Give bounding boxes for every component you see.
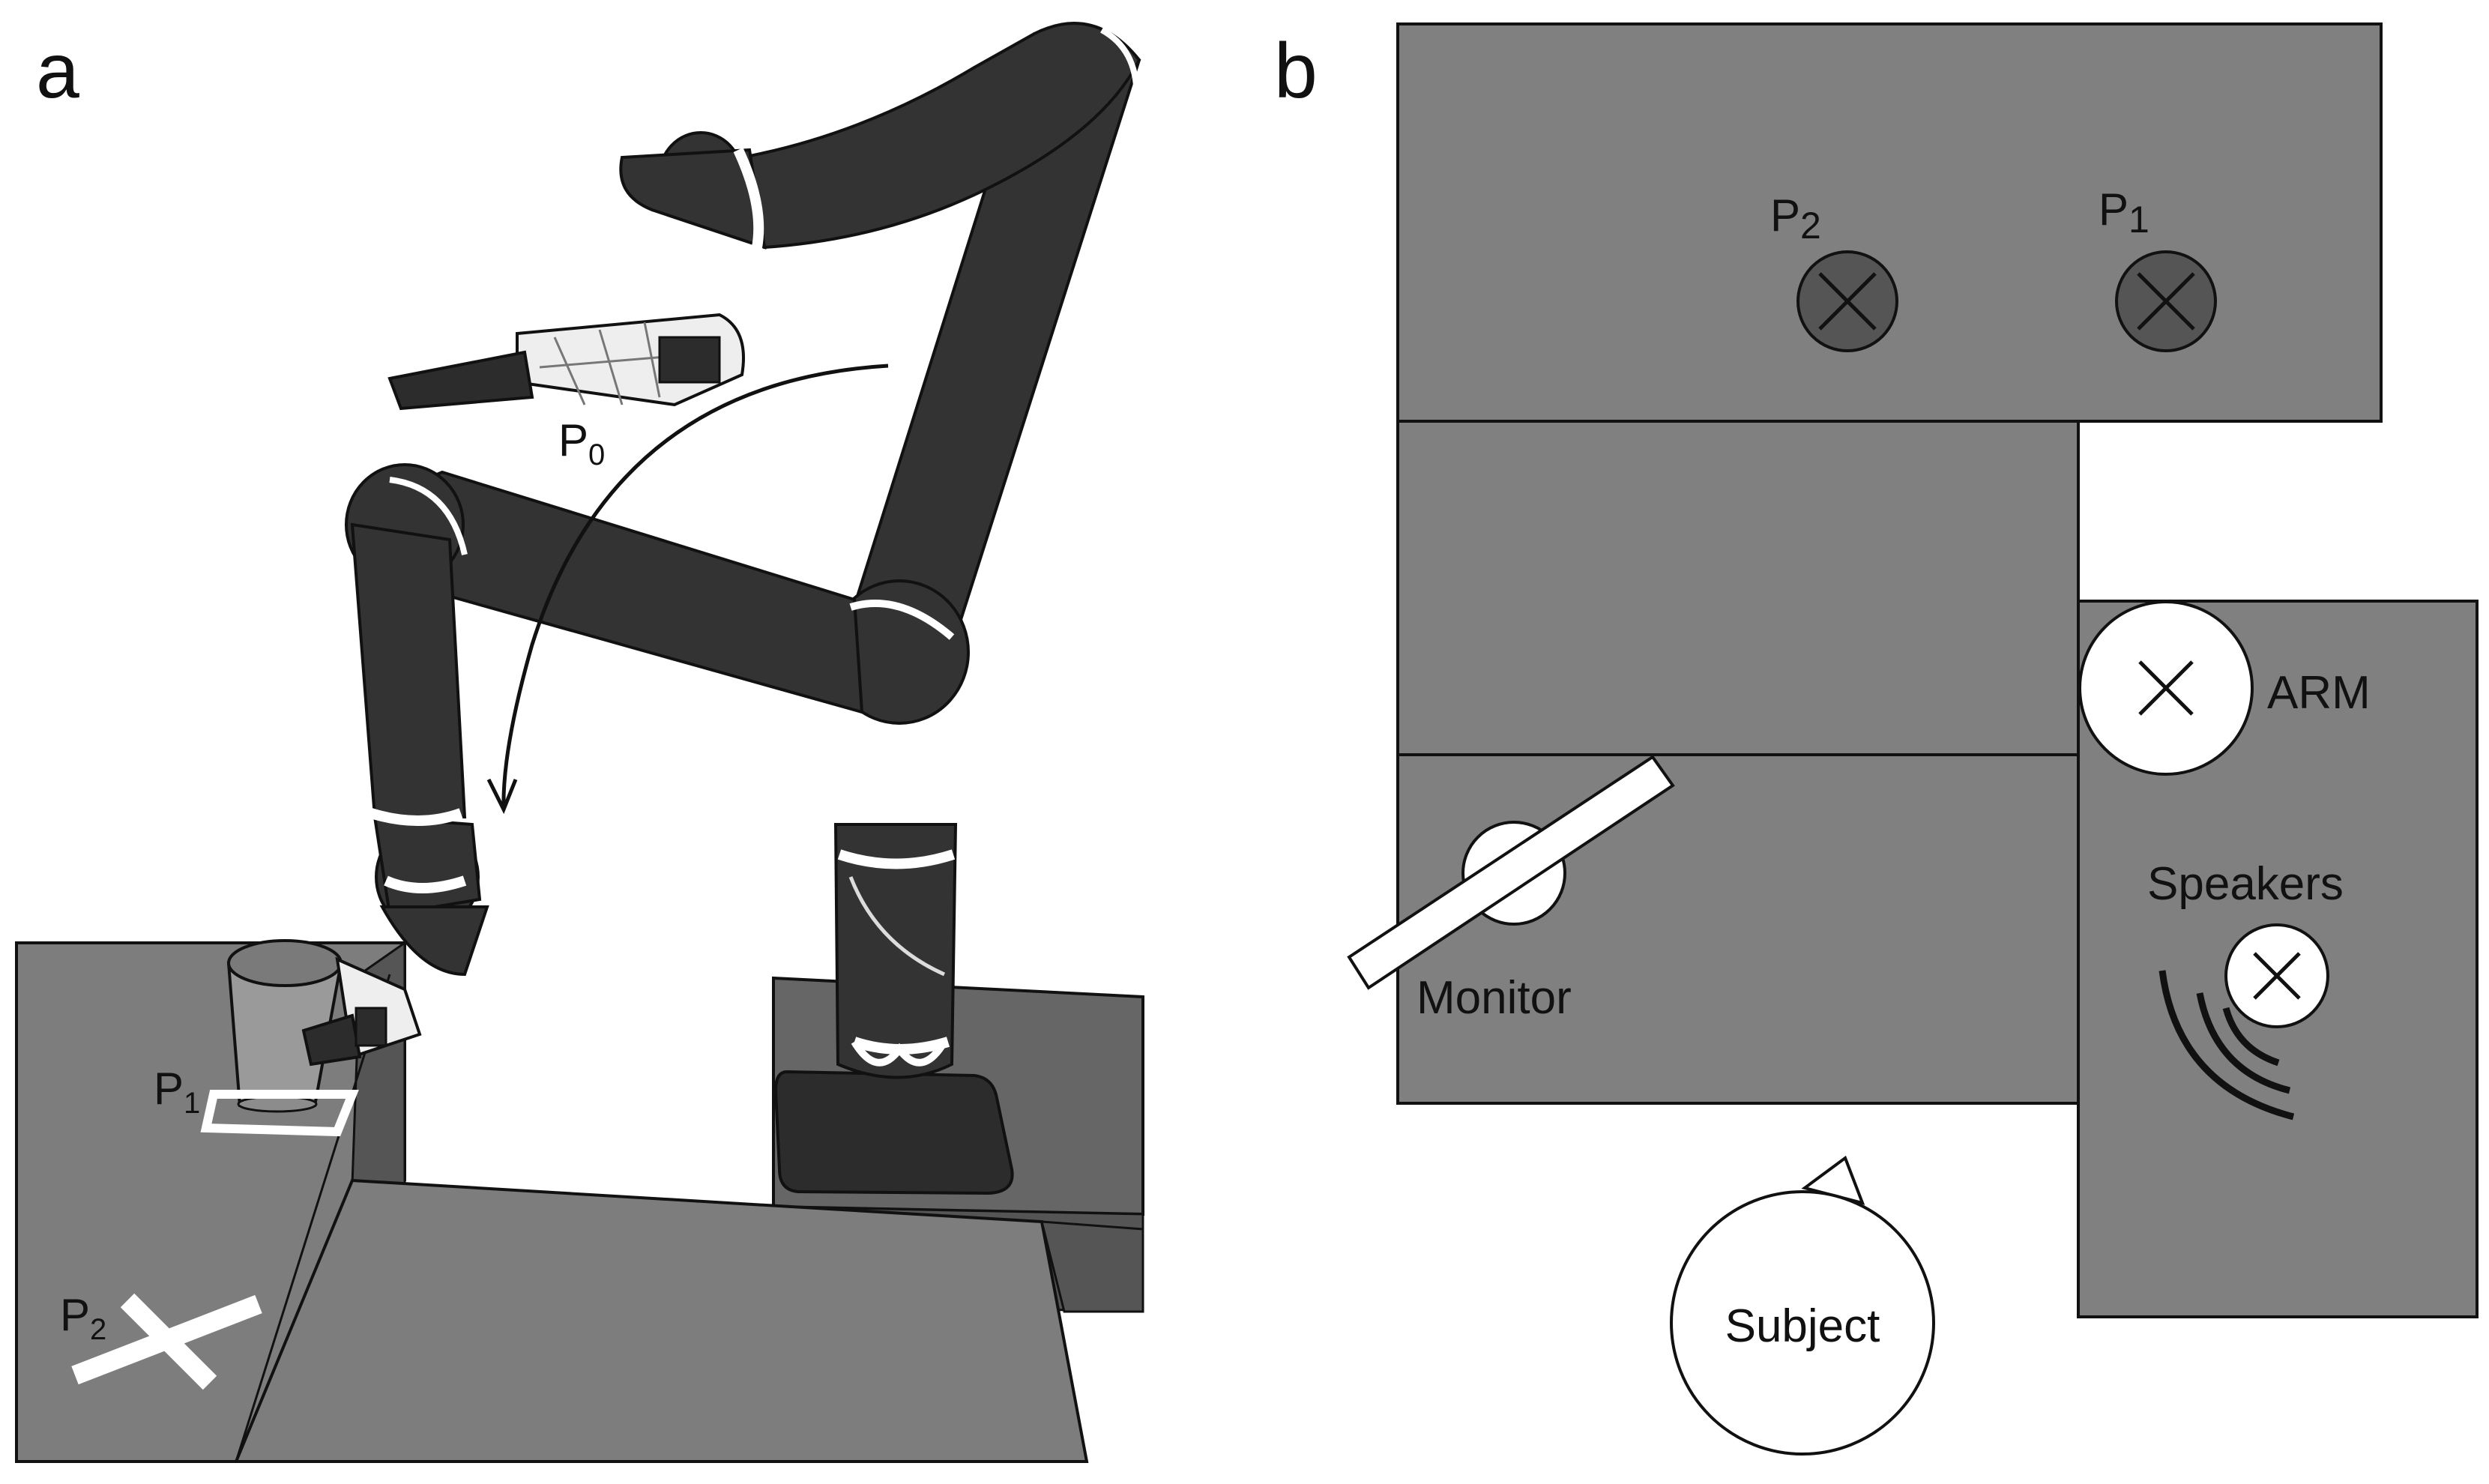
label-p2-a: P2 [60,1290,106,1346]
label-p1-b: P1 [2099,184,2149,241]
subject-head [1670,1190,1935,1456]
label-subject: Subject [1725,1300,1880,1352]
label-arm: ARM [2267,667,2371,719]
target-p1 [2115,250,2217,352]
panel-a: a [15,22,1144,1463]
label-p1-a: P1 [154,1064,200,1120]
sound-waves-icon [2158,970,2295,1120]
label-monitor: Monitor [1417,972,1572,1024]
label-p0: P0 [558,415,605,471]
label-speakers: Speakers [2147,858,2344,910]
middle-table [1396,420,2080,756]
speaker-position [2224,923,2329,1028]
panel-b: b P2 P1 ARM Speakers [1274,22,2479,1456]
base-accent [851,1040,948,1067]
motion-arrowhead [486,778,518,815]
target-p2 [1796,250,1898,352]
monitor [1347,755,1675,990]
arm-position [2078,600,2254,776]
front-table [234,1178,1089,1463]
bottom-table [1396,753,2080,1105]
cup [226,939,343,1113]
robot-arm [345,22,1141,1079]
panel-b-letter: b [1274,28,1318,115]
p1-marker [200,1090,359,1137]
gripper-p0 [387,313,745,411]
panel-a-letter: a [36,28,79,115]
label-p2-b: P2 [1770,190,1821,247]
front-table-extension [1040,1220,1144,1313]
top-table [1396,22,2383,423]
link-highlight [848,876,946,977]
motion-arrow [501,364,889,810]
p2-cross [71,1293,262,1390]
gripper-p1 [301,956,422,1067]
table-seam-line [235,974,391,1462]
robot-base [773,1070,1014,1195]
